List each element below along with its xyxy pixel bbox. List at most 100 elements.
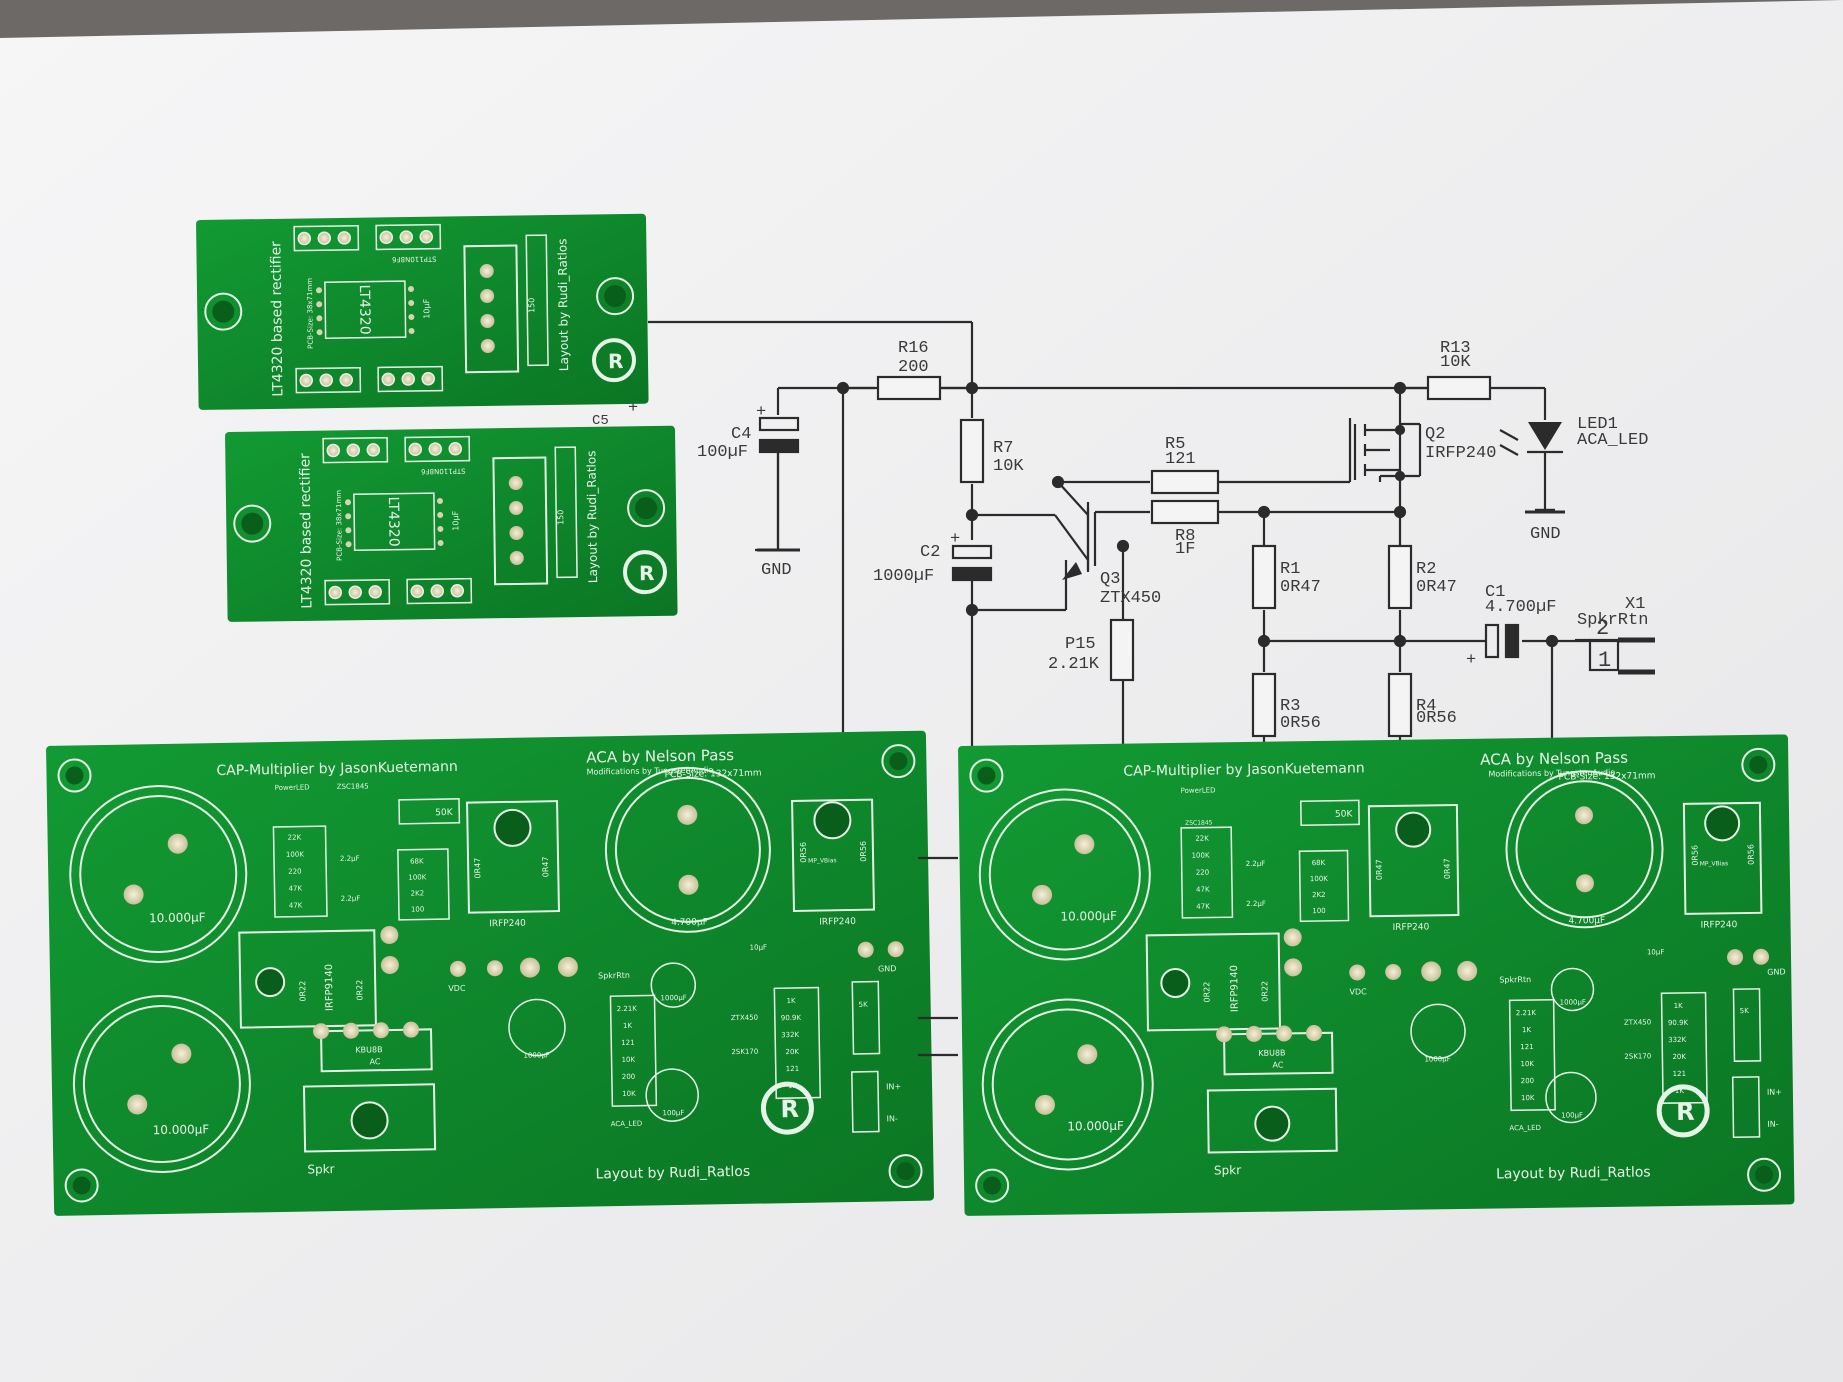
svg-text:1K: 1K	[1522, 1026, 1532, 1034]
rectifier1-credit: Layout by Rudi_Ratlos	[555, 239, 571, 372]
amp1-subtitle: Modifications by TungstenAudio	[586, 765, 713, 776]
svg-text:10K: 10K	[1520, 1060, 1534, 1068]
c4-value: 100µF	[697, 443, 748, 462]
amp1-inminus-label: IN-	[887, 1114, 898, 1123]
amp1-mosfet2b-label: IRFP240	[819, 917, 856, 928]
amp2-r0r56-b: 0R56	[1746, 844, 1755, 865]
amp1-cap100-label: 100µF	[662, 1109, 684, 1117]
svg-text:10K: 10K	[621, 1056, 635, 1064]
pin-1: 1	[1598, 648, 1611, 673]
schematic	[648, 320, 1655, 760]
svg-text:100: 100	[1312, 907, 1325, 915]
r4-value: 0R56	[1416, 709, 1457, 728]
resistor-r13	[1426, 375, 1492, 401]
rectifier2-size: PCB-Size: 38x71mm	[335, 490, 344, 561]
amp2-cap-2u2-b: 2.2µF	[1246, 900, 1266, 908]
r5-ref: R5	[1165, 435, 1185, 454]
capacitor-c2	[951, 544, 993, 560]
resistor-r15	[1109, 618, 1135, 682]
r13-value: 10K	[1440, 353, 1471, 372]
r15-value: 2.21K	[1048, 655, 1100, 674]
c2-ref: C2	[920, 543, 940, 562]
svg-text:2.21K: 2.21K	[617, 1005, 638, 1013]
svg-text:R: R	[1676, 1098, 1695, 1126]
amp2-mosfet1-label: IRFP9140	[1229, 965, 1241, 1012]
schematic-labels: R16 200 R13 10K R7 10K R5 121 R8 1F R1 0…	[592, 339, 1648, 733]
rectifier1-cap: 10µF	[422, 298, 431, 318]
amp1-cap-2u2-a: 2.2µF	[340, 855, 360, 863]
rectifier-pcb-1: LT4320 LT4320 based rectifier Layout by …	[196, 213, 649, 410]
amp2-trans-label: ZSC1845	[1185, 819, 1213, 826]
r3-ref: R3	[1280, 697, 1300, 716]
amp1-r0r47-b: 0R47	[541, 856, 550, 877]
amp2-spkr-label: Spkr	[1214, 1163, 1241, 1177]
r16-value: 200	[898, 358, 929, 377]
amp1-cap-2u2-b: 2.2µF	[341, 895, 361, 903]
amp2-r0r47-b: 0R47	[1443, 858, 1452, 879]
svg-text:332K: 332K	[1668, 1036, 1686, 1044]
svg-text:1K: 1K	[1675, 1087, 1685, 1095]
c5-label: C5	[592, 413, 609, 429]
amp2-r0r22-a: 0R22	[1202, 982, 1211, 1003]
r16-ref: R16	[898, 339, 929, 358]
amp2-title-left: CAP-Multiplier by JasonKuetemann	[1123, 760, 1365, 779]
amp1-r0r22-a: 0R22	[298, 981, 307, 1002]
amp2-mosfet2b-label: IRFP240	[1701, 920, 1738, 931]
svg-text:10K: 10K	[622, 1090, 636, 1098]
q3-value: ZTX450	[1100, 589, 1161, 608]
led1-ref: LED1	[1577, 415, 1618, 434]
svg-text:2.21K: 2.21K	[1516, 1009, 1537, 1017]
amp1-title-left: CAP-Multiplier by JasonKuetemann	[216, 759, 458, 779]
amp2-acaled-label: ACA_LED	[1509, 1124, 1541, 1132]
svg-text:2K2: 2K2	[1312, 891, 1326, 899]
gnd-label-2: GND	[1530, 525, 1561, 544]
amp2-res-col2: 1K 90.9K 332K 20K 121 1K	[1660, 991, 1708, 1104]
amp2-powerled: PowerLED	[1181, 786, 1216, 794]
resistor-r7	[959, 418, 985, 484]
svg-text:2K2: 2K2	[411, 889, 425, 897]
rectifier2-res: 150	[556, 510, 565, 525]
amp1-r0r56-b: 0R56	[859, 841, 868, 862]
amp1-title-right: ACA by Nelson Pass	[586, 746, 734, 767]
amp1-trans-label: ZSC1845	[337, 782, 369, 791]
svg-text:200: 200	[622, 1073, 636, 1081]
svg-text:R: R	[608, 349, 624, 373]
amp2-r0r47-a: 0R47	[1375, 859, 1384, 880]
resistor-r1	[1251, 544, 1277, 610]
svg-text:68K: 68K	[410, 857, 424, 865]
r15-ref: P15	[1065, 635, 1096, 654]
r7-ref: R7	[993, 439, 1013, 458]
amp2-credit: Layout by Rudi_Ratlos	[1496, 1164, 1651, 1182]
amp1-acaled-label: ACA_LED	[611, 1120, 643, 1129]
svg-text:100K: 100K	[1191, 851, 1209, 859]
amp1-zsk-label: 2SK170	[731, 1048, 758, 1056]
amp2-cap-2u2-a: 2.2µF	[1246, 860, 1266, 868]
rectifier2-cap: 10µF	[451, 510, 460, 530]
amp2-logo-icon: R	[1656, 1084, 1710, 1138]
rectifier2-mosfet-label: STP110N8F6	[420, 467, 465, 476]
svg-text:90.9K: 90.9K	[1668, 1019, 1689, 1027]
svg-text:220: 220	[288, 868, 302, 876]
rectifier2-chip-label: LT4320	[385, 497, 402, 547]
amp1-inplus-label: IN+	[886, 1082, 901, 1091]
resistor-r8	[1150, 499, 1220, 525]
c2-value: 1000µF	[873, 567, 934, 586]
amp1-r0r47-a: 0R47	[473, 858, 482, 879]
amp1-cap16-label: 1000µF	[660, 994, 686, 1002]
amp1-spkr-label: Spkr	[307, 1162, 334, 1176]
svg-text:121: 121	[786, 1065, 800, 1073]
r4-ref: R4	[1416, 697, 1436, 716]
capacitor-c4	[758, 416, 800, 432]
amp2-cap1-label: 10.000µF	[1060, 909, 1117, 924]
c1-value: 4.700µF	[1485, 598, 1556, 617]
amp2-subtitle: Modifications by TungstenAudio	[1488, 768, 1615, 779]
q2-ref: Q2	[1425, 425, 1445, 444]
amp1-pot-label: 50K	[435, 808, 454, 818]
svg-text:200: 200	[1521, 1077, 1534, 1085]
amp2-res-left: 22K 100K 220 47K 47K	[1180, 826, 1234, 919]
amp1-res-left: 22K 100K 220 47K 47K	[272, 825, 328, 918]
amp1-ztx-label: ZTX450	[731, 1014, 758, 1022]
svg-text:121: 121	[1520, 1043, 1533, 1051]
svg-text:1K: 1K	[786, 997, 796, 1005]
svg-text:47K: 47K	[288, 885, 302, 893]
